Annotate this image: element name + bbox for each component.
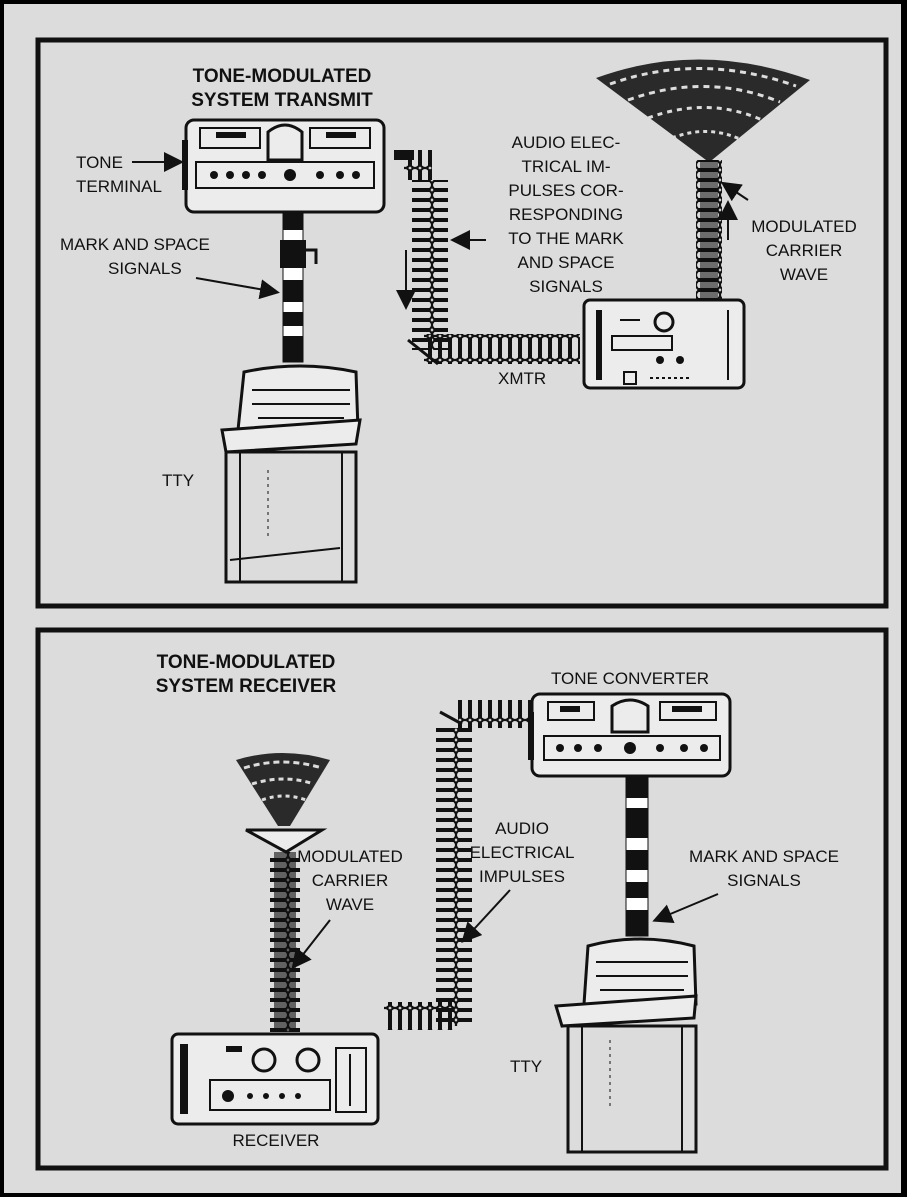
mark-space-label-top-line2: SIGNALS [108,259,182,278]
tone-terminal-label-line2: TERMINAL [76,177,162,196]
tone-converter-device [528,694,730,776]
receive-title-line1: TONE-MODULATED [157,652,336,673]
audio-top-line6: AND SPACE [518,253,615,272]
transmit-title-line2: SYSTEM TRANSMIT [191,90,373,111]
audio-bottom-line3: IMPULSES [479,867,565,886]
tone-converter-label: TONE CONVERTER [551,669,709,688]
receive-panel: TONE-MODULATED SYSTEM RECEIVER TONE CONV… [38,630,886,1168]
receiver-device [172,1034,378,1124]
audio-bottom-line2: ELECTRICAL [470,843,575,862]
tty-label-top: TTY [162,471,194,490]
tty-label-bottom: TTY [510,1057,542,1076]
receiver-label: RECEIVER [233,1131,320,1150]
modulated-bottom-line2: CARRIER [312,871,389,890]
tone-terminal-device [182,120,384,212]
xmtr-label: XMTR [498,369,546,388]
modulated-top-line2: CARRIER [766,241,843,260]
audio-top-line4: RESPONDING [509,205,623,224]
modulated-top-line1: MODULATED [751,217,856,236]
tone-terminal-label-line1: TONE [76,153,123,172]
audio-bottom-line1: AUDIO [495,819,549,838]
mark-space-label-top-line1: MARK AND SPACE [60,235,210,254]
mark-space-label-bottom-line1: MARK AND SPACE [689,847,839,866]
audio-label-top: AUDIO ELEC- TRICAL IM- PULSES COR- RESPO… [508,133,624,296]
modulated-top-line3: WAVE [780,265,828,284]
audio-top-line2: TRICAL IM- [521,157,610,176]
receive-title-line2: SYSTEM RECEIVER [156,676,337,697]
mark-space-label-bottom-line2: SIGNALS [727,871,801,890]
audio-top-line3: PULSES COR- [508,181,623,200]
transmit-panel: TONE-MODULATED SYSTEM TRANSMIT TONE TERM… [38,40,886,606]
modulated-bottom-line1: MODULATED [297,847,402,866]
audio-top-line5: TO THE MARK [508,229,624,248]
modulated-bottom-line3: WAVE [326,895,374,914]
mark-space-bar-bottom [626,776,648,936]
xmtr-device [584,300,744,388]
audio-top-line1: AUDIO ELEC- [512,133,621,152]
transmit-panel-border [38,40,886,606]
audio-top-line7: SIGNALS [529,277,603,296]
transmit-title-line1: TONE-MODULATED [193,66,372,87]
